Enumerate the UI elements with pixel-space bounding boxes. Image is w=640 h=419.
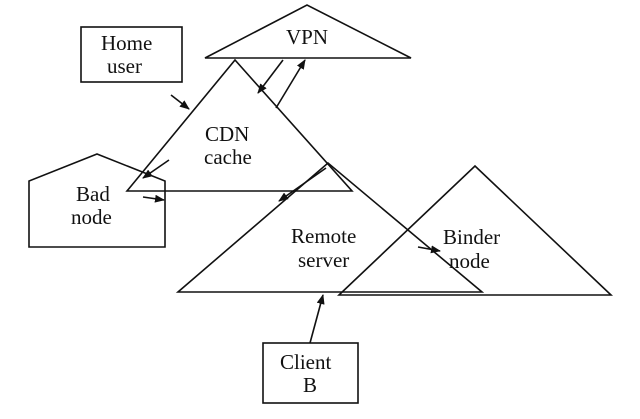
remote-server-label-line1: Remote — [291, 224, 356, 248]
bad-node-pentagon — [28, 153, 166, 248]
edge-home-user-to-cdn-cache — [170, 94, 190, 110]
bad-node-label-line1: Bad — [76, 182, 110, 206]
cdn-cache-triangle — [125, 58, 354, 192]
home-user-box — [80, 26, 183, 83]
vpn-triangle — [204, 4, 412, 59]
remote-server-label-line2: server — [298, 248, 349, 272]
edge-binder-node-to-remote-server — [417, 245, 441, 254]
cdn-cache-label-line2: cache — [204, 145, 252, 169]
client-b-box — [262, 342, 359, 404]
bad-node-label-line2: node — [71, 205, 112, 229]
home-user-label-line2: user — [107, 54, 142, 78]
client-b-label-line2: B — [303, 373, 317, 397]
edge-bad-node-to-remote-server — [142, 194, 165, 203]
binder-node-label-line1: Binder — [443, 225, 500, 249]
binder-node-label-line2: node — [449, 249, 490, 273]
home-user-label-line1: Home — [101, 31, 152, 55]
cdn-cache-label-line1: CDN — [205, 122, 249, 146]
edge-remote-server-from-cdn — [278, 167, 327, 202]
client-b-label-line1: Client — [280, 350, 331, 374]
edge-cdn-cache-to-bad-node — [142, 159, 170, 179]
remote-server-triangle — [175, 161, 485, 293]
edge-cdn-cache-to-vpn — [275, 59, 306, 109]
edge-client-b-to-remote-server — [309, 294, 325, 344]
vpn-label: VPN — [286, 25, 328, 49]
edge-vpn-to-cdn-cache — [257, 59, 284, 94]
binder-node-triangle — [336, 164, 614, 296]
